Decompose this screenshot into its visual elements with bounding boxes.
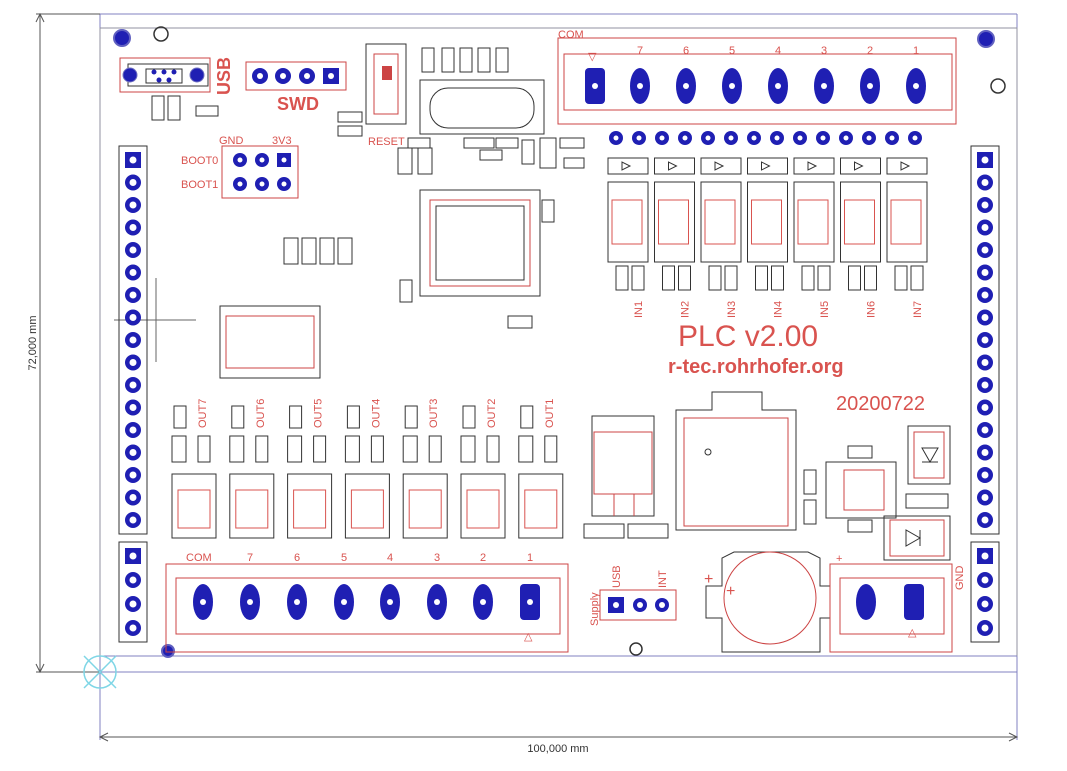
output-terminal-number: 4 bbox=[387, 552, 393, 564]
output-terminal-number: 3 bbox=[434, 552, 440, 564]
output-drivers: OUT7 OUT6 OUT5 OUT4 OUT3 OUT2 OUT1 bbox=[171, 399, 564, 539]
output-label: OUT2 bbox=[486, 399, 498, 428]
input-terminal-number: 5 bbox=[729, 45, 735, 57]
supply-int-label: INT bbox=[657, 570, 669, 588]
output-terminal-number: 5 bbox=[341, 552, 347, 564]
boot1-label: BOOT1 bbox=[181, 179, 218, 191]
voltage-regulator bbox=[583, 415, 669, 539]
power-terminal-block: + △ GND bbox=[829, 553, 966, 653]
input-label: IN4 bbox=[773, 301, 785, 318]
left-pin-header bbox=[118, 145, 148, 535]
swd-header: SWD bbox=[245, 61, 347, 114]
left-small-header bbox=[118, 541, 148, 643]
board-outline bbox=[99, 13, 1018, 740]
crystal-oscillator bbox=[419, 47, 585, 169]
output-terminal-block: COM △ 7 6 5 4 3 2 1 bbox=[165, 552, 569, 653]
width-label: 100,000 mm bbox=[527, 743, 588, 755]
com-top-label: COM bbox=[558, 29, 584, 41]
output-label: OUT3 bbox=[428, 399, 440, 428]
reset-switch: RESET bbox=[337, 43, 407, 148]
input-terminal-number: 2 bbox=[867, 45, 873, 57]
input-terminal-number: 1 bbox=[913, 45, 919, 57]
output-label: OUT7 bbox=[197, 399, 209, 428]
input-terminal-number: 3 bbox=[821, 45, 827, 57]
output-terminal-number: 7 bbox=[247, 552, 253, 564]
boot0-label: BOOT0 bbox=[181, 155, 218, 167]
svg-text:+: + bbox=[726, 583, 735, 600]
gnd-right-label: GND bbox=[954, 566, 966, 591]
swd-label: SWD bbox=[277, 94, 319, 114]
output-label: OUT4 bbox=[370, 399, 382, 428]
svg-text:△: △ bbox=[908, 627, 917, 639]
board-title: PLC v2.00 bbox=[678, 320, 818, 353]
input-terminal-number: 4 bbox=[775, 45, 781, 57]
usb-connector: USB bbox=[119, 57, 234, 95]
input-label: IN5 bbox=[819, 301, 831, 318]
input-bus-pins bbox=[609, 131, 922, 145]
mounting-holes bbox=[113, 26, 1006, 658]
board-branding: PLC v2.00 r-tec.rohrhofer.org 20200722 bbox=[668, 320, 925, 415]
input-terminal-number: 7 bbox=[637, 45, 643, 57]
right-pin-header bbox=[970, 145, 1000, 535]
dimension-height: 72,000 mm bbox=[27, 12, 100, 674]
regulator-left bbox=[114, 278, 321, 379]
usb-passives bbox=[151, 95, 219, 121]
boot-header: GND 3V3 BOOT0 BOOT1 bbox=[181, 135, 433, 199]
v33-label: 3V3 bbox=[272, 135, 292, 147]
board-url: r-tec.rohrhofer.org bbox=[668, 356, 844, 378]
gnd-label: GND bbox=[219, 135, 244, 147]
usb-label: USB bbox=[214, 57, 234, 95]
input-label: IN3 bbox=[726, 301, 738, 318]
height-label: 72,000 mm bbox=[27, 315, 39, 370]
input-label: IN6 bbox=[866, 301, 878, 318]
output-label: OUT5 bbox=[313, 399, 325, 428]
input-terminal-block: COM ▽ 7 6 5 4 3 2 1 bbox=[557, 29, 957, 125]
plus-label: + bbox=[836, 553, 842, 565]
origin-marker bbox=[83, 655, 117, 689]
buzzer bbox=[675, 391, 797, 531]
svg-text:△: △ bbox=[524, 631, 533, 643]
supply-label: Supply bbox=[589, 592, 601, 626]
reset-label: RESET bbox=[368, 136, 405, 148]
microcontroller bbox=[283, 189, 555, 329]
supply-usb-label: USB bbox=[611, 565, 623, 588]
input-label: IN1 bbox=[633, 301, 645, 318]
com-bottom-label: COM bbox=[186, 552, 212, 564]
input-label: IN7 bbox=[912, 301, 924, 318]
input-label: IN2 bbox=[680, 301, 692, 318]
output-label: OUT1 bbox=[544, 399, 556, 428]
svg-text:▽: ▽ bbox=[588, 51, 597, 63]
output-terminal-number: 1 bbox=[527, 552, 533, 564]
output-terminal-number: 6 bbox=[294, 552, 300, 564]
battery-holder: + + bbox=[704, 551, 831, 653]
input-terminal-number: 6 bbox=[683, 45, 689, 57]
input-optocouplers: IN1 IN2 IN3 IN4 IN5 IN6 IN7 bbox=[607, 157, 928, 318]
board-date: 20200722 bbox=[836, 393, 925, 415]
supply-selector: Supply USB INT bbox=[589, 565, 677, 626]
svg-text:+: + bbox=[704, 571, 713, 588]
output-label: OUT6 bbox=[255, 399, 267, 428]
dimension-width: 100,000 mm bbox=[98, 732, 1019, 755]
output-terminal-number: 2 bbox=[480, 552, 486, 564]
power-passives bbox=[803, 425, 951, 561]
right-small-header bbox=[970, 541, 1000, 643]
